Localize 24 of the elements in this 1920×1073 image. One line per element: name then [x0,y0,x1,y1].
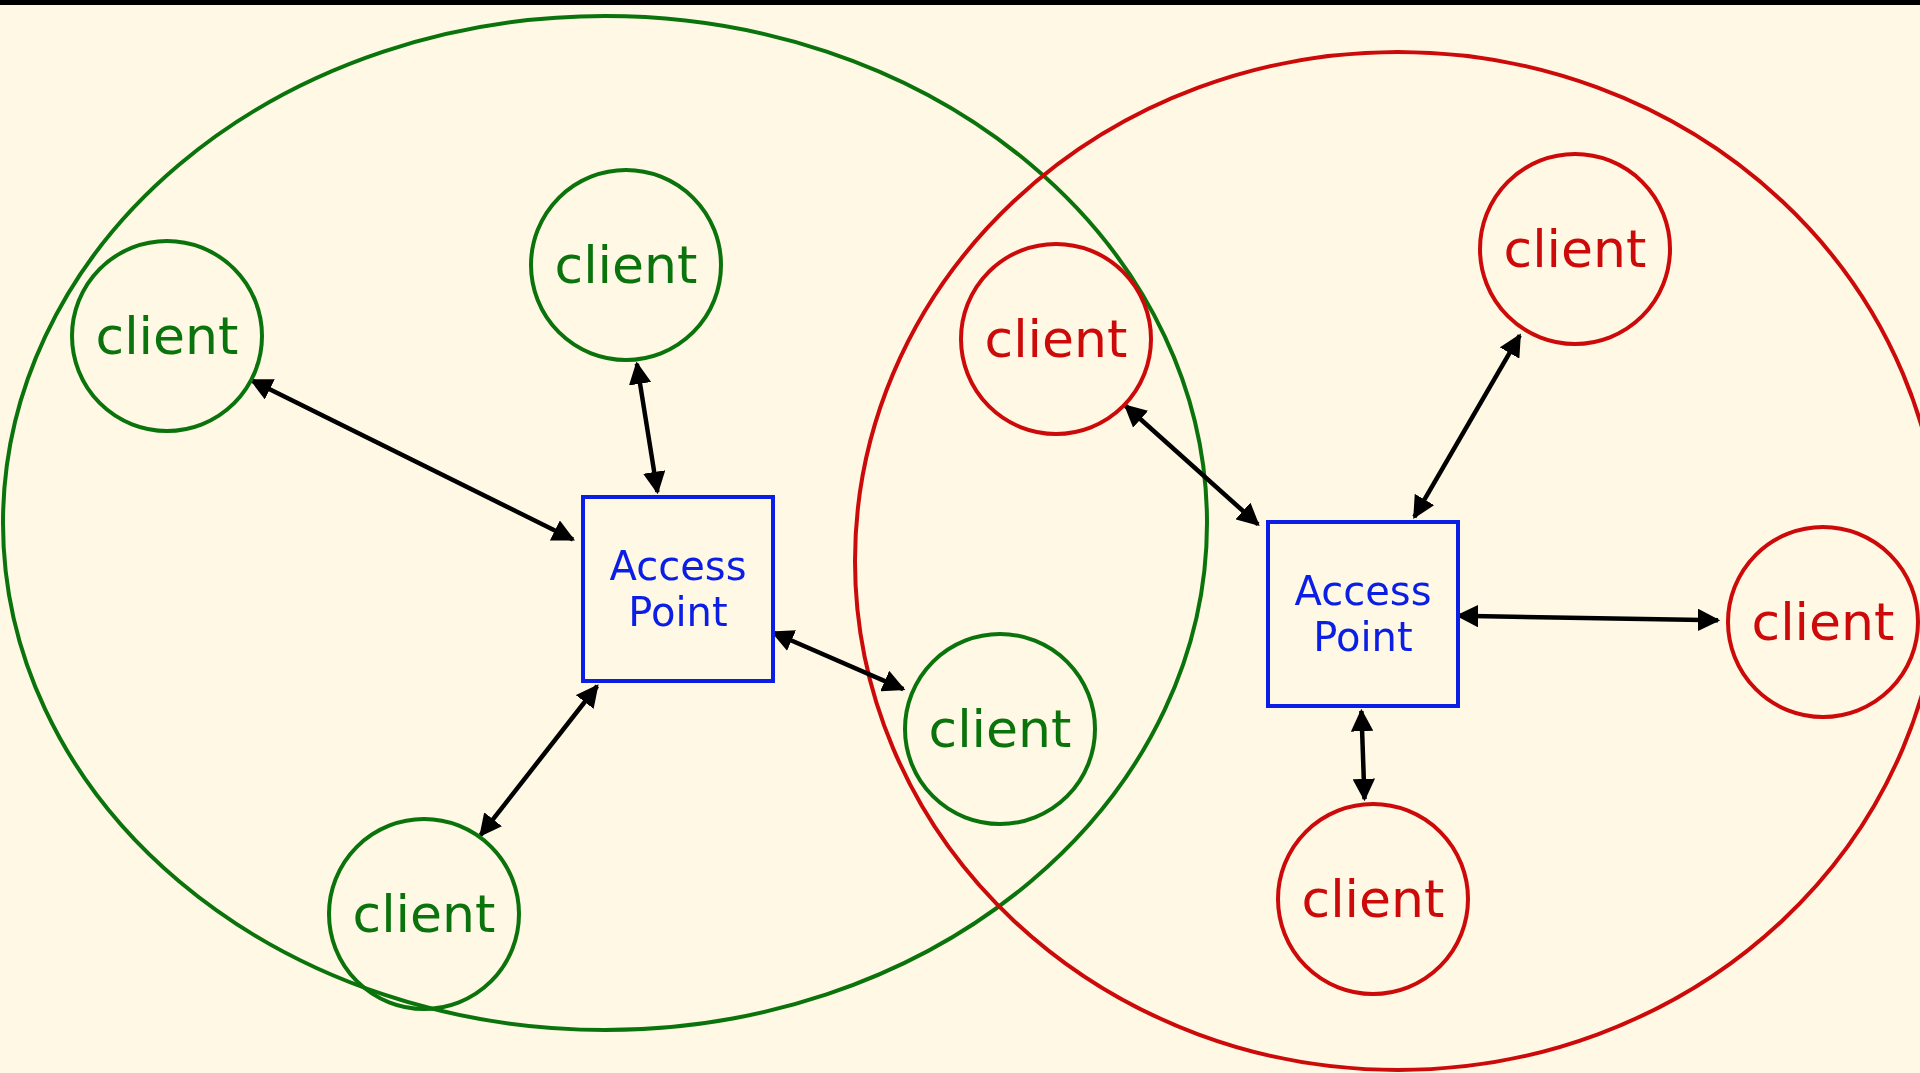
client-label: client [554,235,698,295]
client-label: client [352,884,496,944]
double-arrow [1123,404,1260,527]
double-arrow [1412,333,1522,519]
client-circle [1726,525,1920,719]
client-circle [529,168,723,362]
client-circle [1478,152,1672,346]
client-label: client [1301,869,1445,929]
client-circle [903,632,1097,826]
client-label: client [1751,592,1895,652]
client-label: client [928,699,1072,759]
client-label: client [1503,219,1647,279]
client-circle [70,239,264,433]
double-arrow [628,361,666,495]
double-arrow [1350,708,1376,802]
access-point-box [1266,520,1460,708]
access-point-label: Access Point [1293,568,1433,660]
access-point-box [581,495,775,683]
client-circle [1276,802,1470,996]
access-point-label: Access Point [608,543,748,635]
double-arrow [478,684,599,837]
client-label: client [984,309,1128,369]
client-label: client [95,306,239,366]
client-circle [959,242,1153,436]
